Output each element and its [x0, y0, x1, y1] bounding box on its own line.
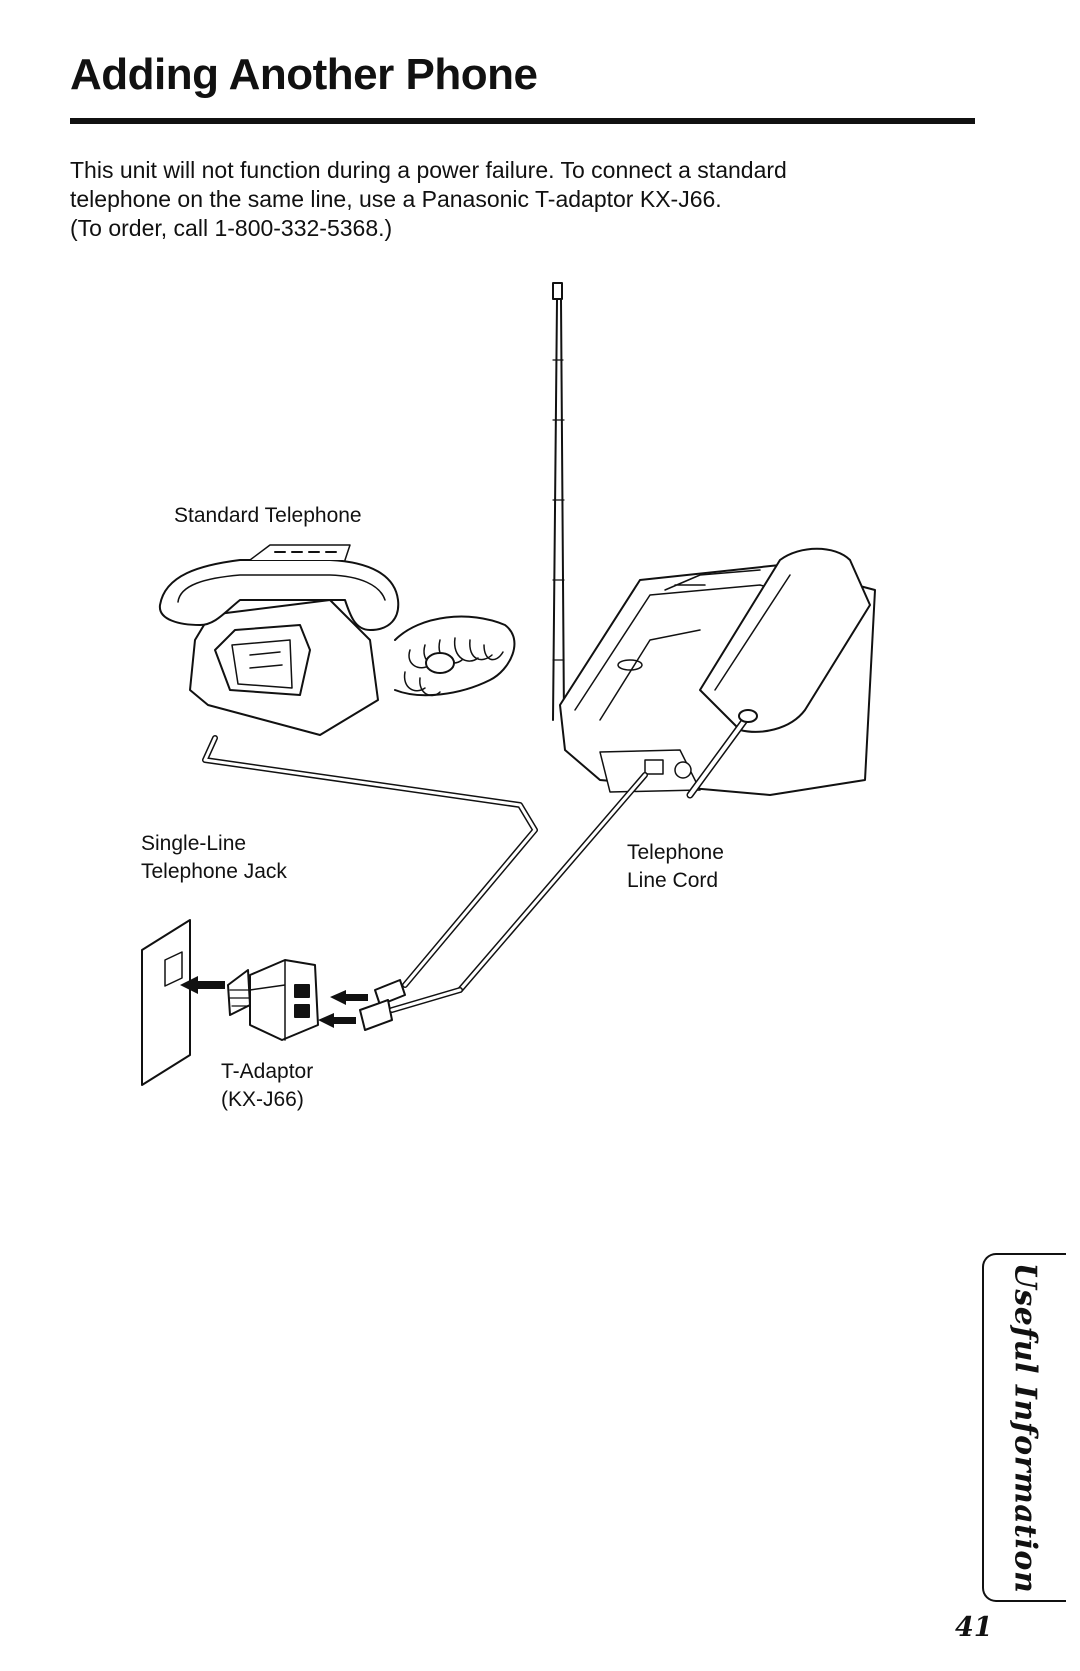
- connection-arrows: [180, 976, 368, 1028]
- t-adaptor-label-line-2: (KX-J66): [221, 1088, 304, 1111]
- single-line-jack-label: Single-Line Telephone Jack: [141, 830, 287, 886]
- telephone-line-cord-label-line-2: Line Cord: [627, 869, 719, 892]
- t-adaptor-illustration: [227, 959, 463, 1041]
- section-side-tab: Useful Information: [982, 1253, 1066, 1602]
- page-title: Adding Another Phone: [70, 50, 538, 99]
- t-adaptor-label: T-Adaptor (KX-J66): [221, 1058, 313, 1114]
- cordless-base-illustration: [457, 282, 876, 993]
- wall-jack-illustration: [141, 919, 191, 1086]
- intro-line-1: This unit will not function during a pow…: [70, 157, 787, 183]
- telephone-line-cord-label-line-1: Telephone: [627, 841, 724, 864]
- single-line-jack-label-line-1: Single-Line: [141, 832, 247, 855]
- telephone-line-cord-label: Telephone Line Cord: [627, 839, 724, 895]
- intro-line-3: (To order, call 1-800-332-5368.): [70, 215, 393, 241]
- section-side-tab-label: Useful Information: [1007, 1262, 1043, 1593]
- t-adaptor-label-line-1: T-Adaptor: [221, 1060, 314, 1083]
- standard-telephone-label: Standard Telephone: [174, 504, 362, 527]
- title-rule: [70, 118, 975, 124]
- intro-paragraph: This unit will not function during a pow…: [70, 156, 970, 243]
- standard-telephone-illustration: [158, 544, 516, 736]
- page-number: 41: [955, 1612, 993, 1643]
- intro-line-2: telephone on the same line, use a Panaso…: [70, 186, 722, 212]
- single-line-jack-label-line-2: Telephone Jack: [141, 860, 287, 883]
- telephone-cord-path: [202, 735, 538, 988]
